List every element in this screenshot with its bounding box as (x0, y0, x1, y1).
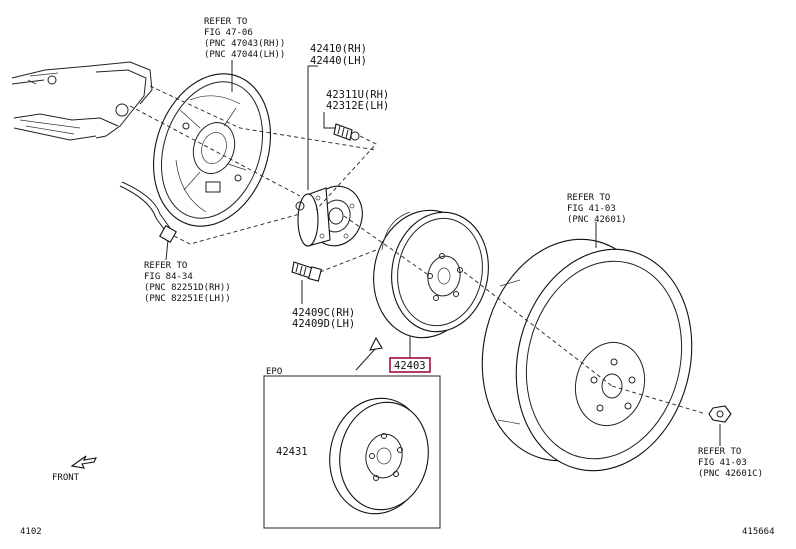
inset-box (263, 336, 441, 529)
part-number-inset[interactable]: 42431 (276, 446, 308, 458)
part-number-highlighted[interactable]: 42403 (394, 360, 426, 372)
callout-sensor-line1: REFER TO (144, 261, 187, 271)
callout-sensor-line4: (PNC 82251E(LH)) (144, 294, 231, 304)
suspension-arm-drawing (11, 61, 153, 141)
hub-bolt-upper-drawing (333, 123, 360, 141)
leader-lines (165, 60, 721, 451)
callout-wheel-nut-line2: FIG 41-03 (698, 458, 747, 468)
footer-right: 415664 (742, 527, 775, 537)
callout-brake-backing-line2: FIG 47-06 (204, 28, 253, 38)
callout-sensor-line3: (PNC 82251D(RH)) (144, 283, 231, 293)
part-number-hub-bolt-rh[interactable]: 42311U(RH) (326, 89, 389, 101)
callout-sensor-line2: FIG 84-34 (144, 272, 193, 282)
front-arrow-icon (70, 455, 97, 469)
wheel-drawing (481, 238, 693, 472)
speed-sensor-drawing (119, 181, 177, 243)
callout-brake-backing-line3: (PNC 47043(RH)) (204, 39, 285, 49)
brake-drum-drawing (373, 209, 489, 339)
wheel-nut-drawing (708, 405, 732, 423)
assembly-lines (129, 85, 707, 415)
callout-wheel-nut-line1: REFER TO (698, 447, 741, 457)
part-number-lower-bolt-lh[interactable]: 42409D(LH) (292, 318, 355, 330)
callout-wheel-line3: (PNC 42601) (567, 215, 627, 225)
footer-left: 4102 (20, 527, 42, 537)
front-label: FRONT (52, 473, 80, 483)
part-number-hub-bolt-lh[interactable]: 42312E(LH) (326, 100, 389, 112)
callout-wheel-line2: FIG 41-03 (567, 204, 616, 214)
part-number-hub-rh[interactable]: 42410(RH) (310, 43, 367, 55)
axle-hub-drawing (295, 185, 363, 247)
callout-brake-backing-line1: REFER TO (204, 17, 247, 27)
part-number-lower-bolt-rh[interactable]: 42409C(RH) (292, 307, 355, 319)
part-number-hub-lh[interactable]: 42440(LH) (310, 55, 367, 67)
hub-bolt-lower-drawing (291, 261, 323, 282)
callout-brake-backing-line4: (PNC 47044(LH)) (204, 50, 285, 60)
highlighted-part-box[interactable] (389, 357, 431, 373)
callout-wheel-line1: REFER TO (567, 193, 610, 203)
brake-backing-plate-drawing (152, 73, 272, 227)
inset-header: EPO (266, 367, 282, 377)
callout-wheel-nut-line3: (PNC 42601C) (698, 469, 763, 479)
